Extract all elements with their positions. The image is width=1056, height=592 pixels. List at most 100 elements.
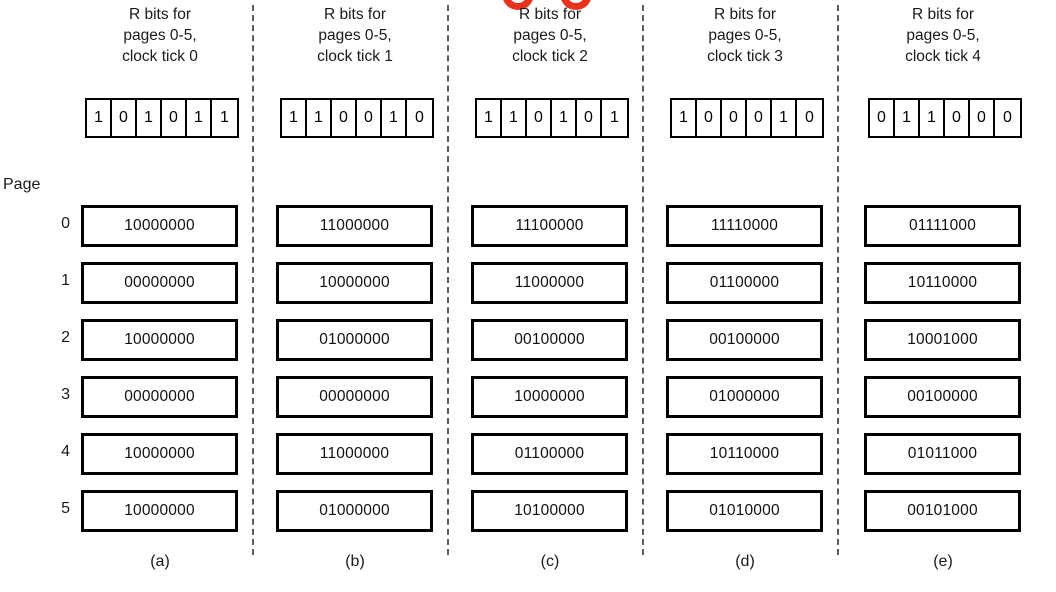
header-line-3: clock tick 2	[512, 48, 588, 65]
r-bit-cell: 0	[112, 100, 137, 136]
header-line-2: pages 0-5,	[906, 27, 980, 44]
r-bit-cell: 1	[602, 100, 627, 136]
counter-box: 10000000	[81, 319, 238, 361]
counter-box: 11110000	[666, 205, 823, 247]
counter-box: 00000000	[81, 262, 238, 304]
column-header-d: R bits for pages 0-5, clock tick 3	[647, 4, 843, 67]
counter-box: 01000000	[276, 490, 433, 532]
counter-box: 10000000	[81, 433, 238, 475]
counter-box: 01100000	[666, 262, 823, 304]
panel-divider	[642, 5, 644, 555]
r-bit-cell: 1	[920, 100, 945, 136]
panel-caption-a: (a)	[150, 553, 170, 570]
r-bit-cell: 0	[945, 100, 970, 136]
r-bits-strip-e: 0 1 1 0 0 0	[868, 98, 1022, 138]
r-bit-cell: 0	[332, 100, 357, 136]
counter-box: 10000000	[81, 205, 238, 247]
counter-box: 10000000	[81, 490, 238, 532]
header-line-1: R bits for	[911, 6, 974, 23]
page-number: 1	[61, 272, 70, 289]
counter-box: 10100000	[471, 490, 628, 532]
counter-box: 01011000	[864, 433, 1021, 475]
page-number: 2	[61, 329, 70, 346]
header-line-3: clock tick 4	[905, 48, 981, 65]
r-bit-cell: 0	[527, 100, 552, 136]
panel-divider	[837, 5, 839, 555]
r-bit-cell: 0	[995, 100, 1020, 136]
r-bit-cell: 1	[772, 100, 797, 136]
r-bits-strip-d: 1 0 0 0 1 0	[670, 98, 824, 138]
page-number: 5	[61, 500, 70, 517]
header-line-1: R bits for	[713, 6, 776, 23]
page-number: 3	[61, 386, 70, 403]
r-bits-strip-b: 1 1 0 0 1 0	[280, 98, 434, 138]
page-axis-label: Page	[3, 176, 41, 193]
header-line-2: pages 0-5,	[708, 27, 782, 44]
counter-box: 00100000	[666, 319, 823, 361]
page-number: 4	[61, 443, 70, 460]
r-bit-cell: 0	[870, 100, 895, 136]
header-line-1: R bits for	[323, 6, 386, 23]
header-line-3: clock tick 1	[317, 48, 393, 65]
header-line-1: R bits for	[128, 6, 191, 23]
counter-box: 01100000	[471, 433, 628, 475]
counter-box: 11000000	[471, 262, 628, 304]
header-line-2: pages 0-5,	[513, 27, 587, 44]
counter-box: 01010000	[666, 490, 823, 532]
r-bit-cell: 1	[137, 100, 162, 136]
r-bits-strip-c: 1 1 0 1 0 1	[475, 98, 629, 138]
r-bit-cell: 1	[187, 100, 212, 136]
r-bit-cell: 1	[672, 100, 697, 136]
counter-box: 10001000	[864, 319, 1021, 361]
r-bit-cell: 1	[87, 100, 112, 136]
counter-box: 01000000	[276, 319, 433, 361]
r-bit-cell: 0	[747, 100, 772, 136]
r-bit-cell: 1	[552, 100, 577, 136]
counter-box: 11100000	[471, 205, 628, 247]
panel-divider	[447, 5, 449, 555]
counter-box: 00000000	[276, 376, 433, 418]
counter-box: 11000000	[276, 433, 433, 475]
panel-divider	[252, 5, 254, 555]
counter-box: 01000000	[666, 376, 823, 418]
header-line-2: pages 0-5,	[123, 27, 197, 44]
r-bit-cell: 0	[407, 100, 432, 136]
r-bit-cell: 1	[212, 100, 237, 136]
column-header-b: R bits for pages 0-5, clock tick 1	[257, 4, 453, 67]
header-line-1: R bits for	[518, 6, 581, 23]
r-bit-cell: 1	[382, 100, 407, 136]
r-bit-cell: 0	[162, 100, 187, 136]
r-bit-cell: 0	[970, 100, 995, 136]
r-bit-cell: 1	[282, 100, 307, 136]
panel-caption-e: (e)	[933, 553, 953, 570]
r-bit-cell: 0	[357, 100, 382, 136]
r-bits-strip-a: 1 0 1 0 1 1	[85, 98, 239, 138]
r-bit-cell: 1	[502, 100, 527, 136]
counter-box: 00000000	[81, 376, 238, 418]
column-header-c: R bits for pages 0-5, clock tick 2	[452, 4, 648, 67]
panel-caption-d: (d)	[735, 553, 755, 570]
counter-box: 00100000	[864, 376, 1021, 418]
panel-caption-b: (b)	[345, 553, 365, 570]
counter-box: 01111000	[864, 205, 1021, 247]
r-bit-cell: 1	[895, 100, 920, 136]
counter-box: 10110000	[864, 262, 1021, 304]
counter-box: 10000000	[471, 376, 628, 418]
page-number: 0	[61, 215, 70, 232]
counter-box: 10000000	[276, 262, 433, 304]
counter-box: 00101000	[864, 490, 1021, 532]
counter-box: 10110000	[666, 433, 823, 475]
header-line-3: clock tick 3	[707, 48, 783, 65]
header-line-3: clock tick 0	[122, 48, 198, 65]
column-header-e: R bits for pages 0-5, clock tick 4	[845, 4, 1041, 67]
r-bit-cell: 1	[477, 100, 502, 136]
header-line-2: pages 0-5,	[318, 27, 392, 44]
counter-box: 00100000	[471, 319, 628, 361]
counter-box: 11000000	[276, 205, 433, 247]
r-bit-cell: 0	[697, 100, 722, 136]
r-bit-cell: 1	[307, 100, 332, 136]
panel-caption-c: (c)	[540, 553, 560, 570]
column-header-a: R bits for pages 0-5, clock tick 0	[62, 4, 258, 67]
r-bit-cell: 0	[797, 100, 822, 136]
